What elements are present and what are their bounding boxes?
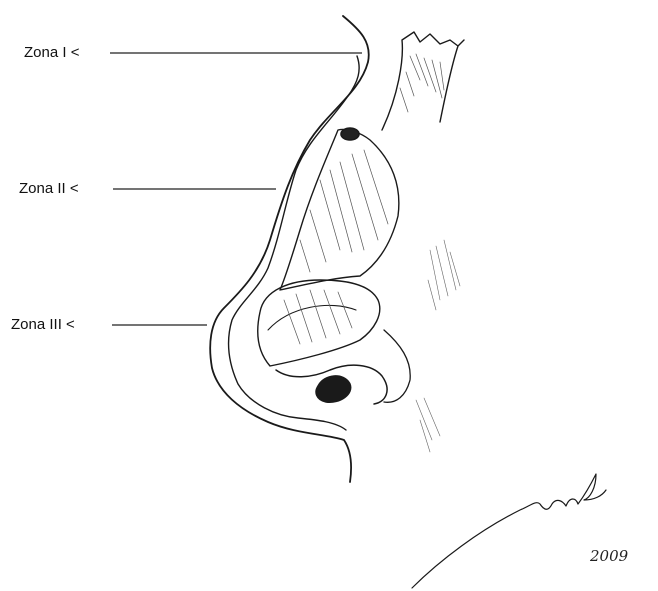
signature-year: 2009 bbox=[589, 547, 629, 565]
upper-lateral-cartilage bbox=[280, 129, 399, 290]
alar-hatching bbox=[284, 290, 352, 344]
alar-groove bbox=[384, 330, 410, 402]
nose-outer-profile bbox=[210, 16, 369, 482]
alar-cartilage-inner bbox=[268, 305, 356, 330]
nasal-bone-hatching bbox=[400, 54, 444, 112]
signature-scribble bbox=[412, 474, 606, 588]
nasal-bone bbox=[382, 32, 464, 130]
cheek-shading bbox=[416, 240, 460, 452]
upper-lateral-hatching bbox=[300, 150, 388, 272]
sesamoid-cartilage bbox=[341, 128, 359, 140]
nostril bbox=[316, 376, 351, 402]
nose-inner-profile bbox=[229, 56, 360, 430]
